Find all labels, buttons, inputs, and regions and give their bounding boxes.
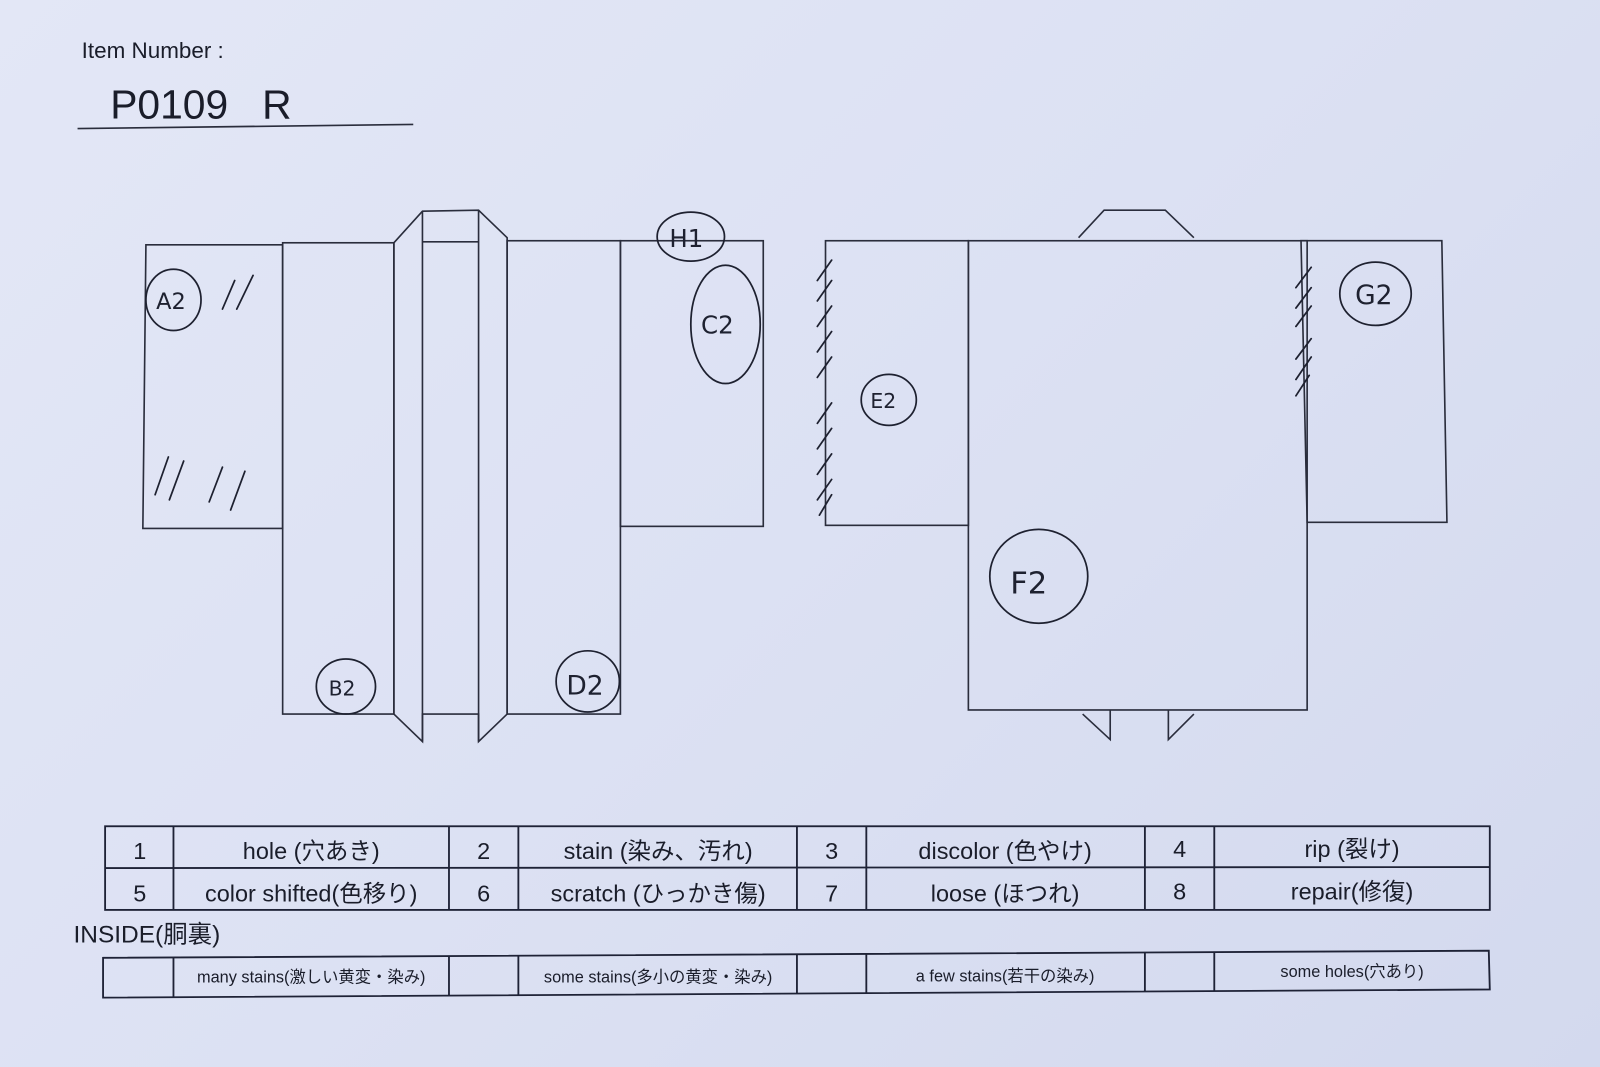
legend-label: hole (穴あき) [243, 838, 380, 864]
legend-label: scratch (ひっかき傷) [551, 881, 766, 907]
marker-circle-d [555, 649, 621, 713]
legend-label: color shifted(色移り) [205, 881, 417, 907]
inside-item: some stains(多小の黄変・染み) [544, 968, 772, 986]
marker-circle-c [689, 264, 762, 385]
back-collar [1077, 209, 1195, 239]
front-left-sleeve [142, 244, 284, 530]
damage-hatching [154, 259, 1313, 517]
back-right-sleeve [1300, 239, 1448, 524]
marker-label-a: A2 [156, 289, 186, 315]
marker-label-g: G2 [1355, 280, 1392, 311]
inside-title: INSIDE(胴裏) [73, 921, 220, 949]
item-number-value: P0109 R [110, 81, 291, 127]
front-collar [393, 209, 508, 744]
marker-label-h: H1 [669, 224, 703, 253]
marker-label-b: B2 [329, 677, 356, 701]
front-right-sleeve [619, 239, 765, 528]
legend-num: 4 [1173, 836, 1186, 862]
legend-num: 2 [477, 838, 490, 864]
front-left-panel [281, 241, 395, 715]
garment-front-diagram [142, 209, 765, 744]
back-left-sleeve [824, 239, 970, 527]
legend-num: 6 [477, 881, 490, 907]
legend-num: 8 [1173, 879, 1186, 905]
legend-label: loose (ほつれ) [931, 881, 1080, 907]
legend-label: rip (裂け) [1304, 836, 1399, 862]
marker-label-f: F2 [1010, 567, 1047, 602]
marker-circle-g [1338, 261, 1413, 327]
marker-circle-a [145, 268, 202, 332]
legend-label: repair(修復) [1291, 879, 1414, 905]
marker-circle-f [988, 528, 1089, 625]
legend-label: discolor (色やけ) [918, 838, 1091, 864]
marker-circle-b [315, 658, 377, 715]
damage-legend-table: 1 hole (穴あき) 2 stain (染み、汚れ) 3 discolor … [104, 825, 1491, 911]
front-right-panel [506, 239, 622, 715]
back-body [967, 239, 1308, 711]
marker-circle-e [860, 373, 918, 427]
item-number-label: Item Number : [82, 38, 224, 63]
inside-table: many stains(激しい黄変・染み) some stains(多小の黄変・… [102, 949, 1491, 999]
inside-item: many stains(激しい黄変・染み) [197, 968, 425, 986]
damage-markers: A2 H1 C2 E2 G2 F2 B2 D2 [145, 211, 1413, 715]
marker-label-d: D2 [566, 671, 603, 702]
marker-circle-h [656, 211, 726, 263]
item-number-underline [77, 123, 414, 130]
legend-num: 3 [825, 838, 838, 864]
garment-back-diagram [824, 209, 1448, 742]
marker-label-e: E2 [870, 389, 896, 413]
legend-num: 7 [825, 881, 838, 907]
legend-num: 5 [133, 881, 146, 907]
inside-item: a few stains(若干の染み) [916, 967, 1095, 985]
marker-label-c: C2 [701, 311, 734, 340]
inside-item: some holes(穴あり) [1280, 963, 1423, 981]
legend-label: stain (染み、汚れ) [564, 838, 753, 864]
legend-num: 1 [133, 838, 146, 864]
